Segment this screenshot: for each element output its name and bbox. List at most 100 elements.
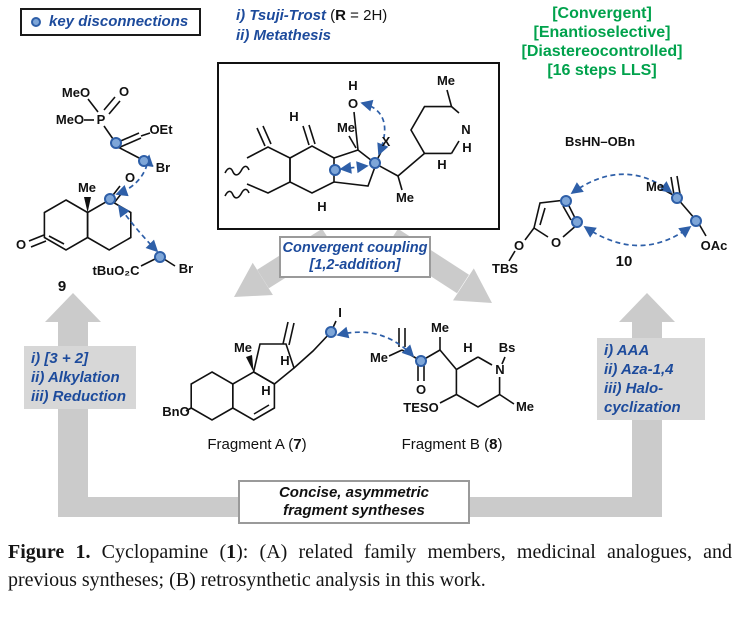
fragment-b-text: Fragment B ( — [401, 436, 490, 453]
paren-close: ) — [497, 436, 503, 453]
atom-label-oet: OEt — [149, 122, 173, 137]
caption-compound-1: 1 — [226, 541, 237, 563]
cyclopamine-box — [217, 62, 500, 230]
disconnection-dot — [110, 137, 122, 149]
atom-label-h: H — [463, 340, 472, 355]
disconnection-dot — [138, 155, 150, 167]
disconnection-dot — [325, 326, 337, 338]
atom-label-h: H — [348, 78, 357, 93]
wedge-bond — [84, 197, 91, 213]
atom-label-h: H — [261, 383, 270, 398]
highlight-enantioselective: [Enantioselective] — [533, 24, 671, 41]
disconnection-arrow — [570, 173, 673, 194]
atom-label-teso: TESO — [403, 400, 438, 415]
atom-label-me: Me — [370, 350, 388, 365]
atom-label-meo: MeO — [56, 112, 84, 127]
fragment-b-number: 8 — [489, 436, 498, 453]
convergent-coupling-box: Convergent coupling [1,2-addition] — [279, 236, 431, 278]
disconnection-dot — [571, 216, 583, 228]
atom-label-o: O — [16, 237, 26, 252]
atom-label-me: Me — [516, 399, 534, 414]
fragment-syntheses-banner: Concise, asymmetric fragment syntheses — [238, 480, 470, 524]
atom-label-n: N — [495, 362, 504, 377]
atom-label-o: O — [348, 96, 358, 111]
wedge-bond — [246, 355, 254, 372]
atom-label-o: O — [514, 238, 524, 253]
right-step-3b: cyclization — [604, 399, 681, 416]
atom-label-tbuo2c: tBuO₂C — [93, 263, 141, 278]
disconnection-dots — [104, 137, 702, 367]
atom-label-i: I — [338, 305, 342, 320]
left-up-arrow-head — [45, 293, 101, 322]
atom-label-n: N — [461, 122, 470, 137]
step-tsuji-trost: i) Tsuji-Trost — [236, 7, 326, 24]
key-disconnections-legend: key disconnections — [20, 8, 202, 36]
disconnection-dot — [369, 157, 381, 169]
diag-right-arrow-head — [453, 268, 492, 303]
fragment-b-label: Fragment B (8) — [377, 436, 527, 453]
right-step-1: i) AAA — [604, 342, 650, 359]
step-metathesis: ii) Metathesis — [236, 27, 332, 44]
condition-line-1: i) Tsuji-Trost (R = 2H) — [236, 6, 387, 26]
caption-figure-number: Figure 1. — [8, 541, 91, 563]
disconnection-dot — [560, 195, 572, 207]
disconnection-arrow — [118, 204, 159, 253]
atom-label-br: Br — [156, 160, 170, 175]
disconnection-arrow — [360, 99, 389, 156]
left-step-3: iii) Reduction — [31, 388, 126, 405]
right-step-2: ii) Aza-1,4 — [604, 361, 674, 378]
highlights-block: [Convergent] [Enantioselective] [Diaster… — [468, 4, 736, 80]
atom-label-me: Me — [234, 340, 252, 355]
compound-number-9: 9 — [58, 278, 66, 295]
right-steps-box: i) AAA ii) Aza-1,4 iii) Halo- cyclizatio… — [597, 338, 705, 420]
atom-label-o: O — [416, 382, 426, 397]
top-conditions: i) Tsuji-Trost (R = 2H) ii) Metathesis — [236, 6, 387, 46]
coupling-line-1: Convergent coupling — [282, 240, 428, 256]
left-step-1: i) [3 + 2] — [31, 350, 89, 367]
banner-line-1: Concise, asymmetric — [278, 484, 430, 501]
bottom-right-bar — [470, 497, 662, 517]
caption-text-1: Cyclopamine ( — [90, 541, 227, 563]
disconnection-arrow — [339, 161, 369, 174]
gray-flow-arrows — [45, 228, 675, 517]
atom-label-me: Me — [78, 180, 96, 195]
bottom-left-bar — [58, 497, 240, 517]
wavy-bond — [224, 188, 250, 199]
wavy-bond — [224, 165, 250, 176]
paren-close: ) — [301, 436, 307, 453]
atom-label-bshn-obn: BsHN–OBn — [565, 134, 635, 149]
atom-label-me: Me — [437, 73, 455, 88]
disconnection-dot — [415, 355, 427, 367]
atom-label-me: Me — [396, 190, 414, 205]
left-steps-box: i) [3 + 2] ii) Alkylation iii) Reduction — [24, 346, 136, 409]
atom-labels: H O Me Me X N H Me H H H MeO MeO P O OEt… — [16, 73, 727, 419]
atom-label-bs: Bs — [499, 340, 516, 355]
fragment-a-number: 7 — [293, 436, 302, 453]
atom-label-p: P — [97, 112, 106, 127]
disconnection-dot — [104, 193, 116, 205]
r-note: (R = 2H) — [330, 7, 387, 24]
figure-caption: Figure 1. Cyclopamine (1): (A) related f… — [8, 538, 732, 594]
atom-label-x: X — [382, 134, 391, 149]
paren: ( — [330, 7, 336, 24]
r-symbol: R — [335, 7, 347, 24]
fragment-a-label: Fragment A (7) — [182, 436, 332, 453]
atom-label-o: O — [119, 84, 129, 99]
banner-line-2: fragment syntheses — [283, 502, 425, 519]
disconnection-arrow — [336, 326, 415, 358]
atom-label-h: H — [437, 157, 446, 172]
atom-label-h: H — [280, 353, 289, 368]
cyclopamine-structure — [224, 89, 460, 199]
disconnection-dot — [671, 192, 683, 204]
left-step-2: ii) Alkylation — [31, 369, 120, 386]
highlight-diastereocontrolled: [Diastereocontrolled] — [521, 43, 683, 60]
highlight-convergent: [Convergent] — [552, 5, 652, 22]
atom-label-tbs: TBS — [492, 261, 518, 276]
highlight-16-steps: [16 steps LLS] — [547, 62, 657, 79]
atom-label-h: H — [289, 109, 298, 124]
atom-label-o: O — [125, 170, 135, 185]
right-up-arrow-head — [619, 293, 675, 322]
disconnection-dot-icon — [31, 16, 41, 27]
fragment-a-text: Fragment A ( — [207, 436, 294, 453]
